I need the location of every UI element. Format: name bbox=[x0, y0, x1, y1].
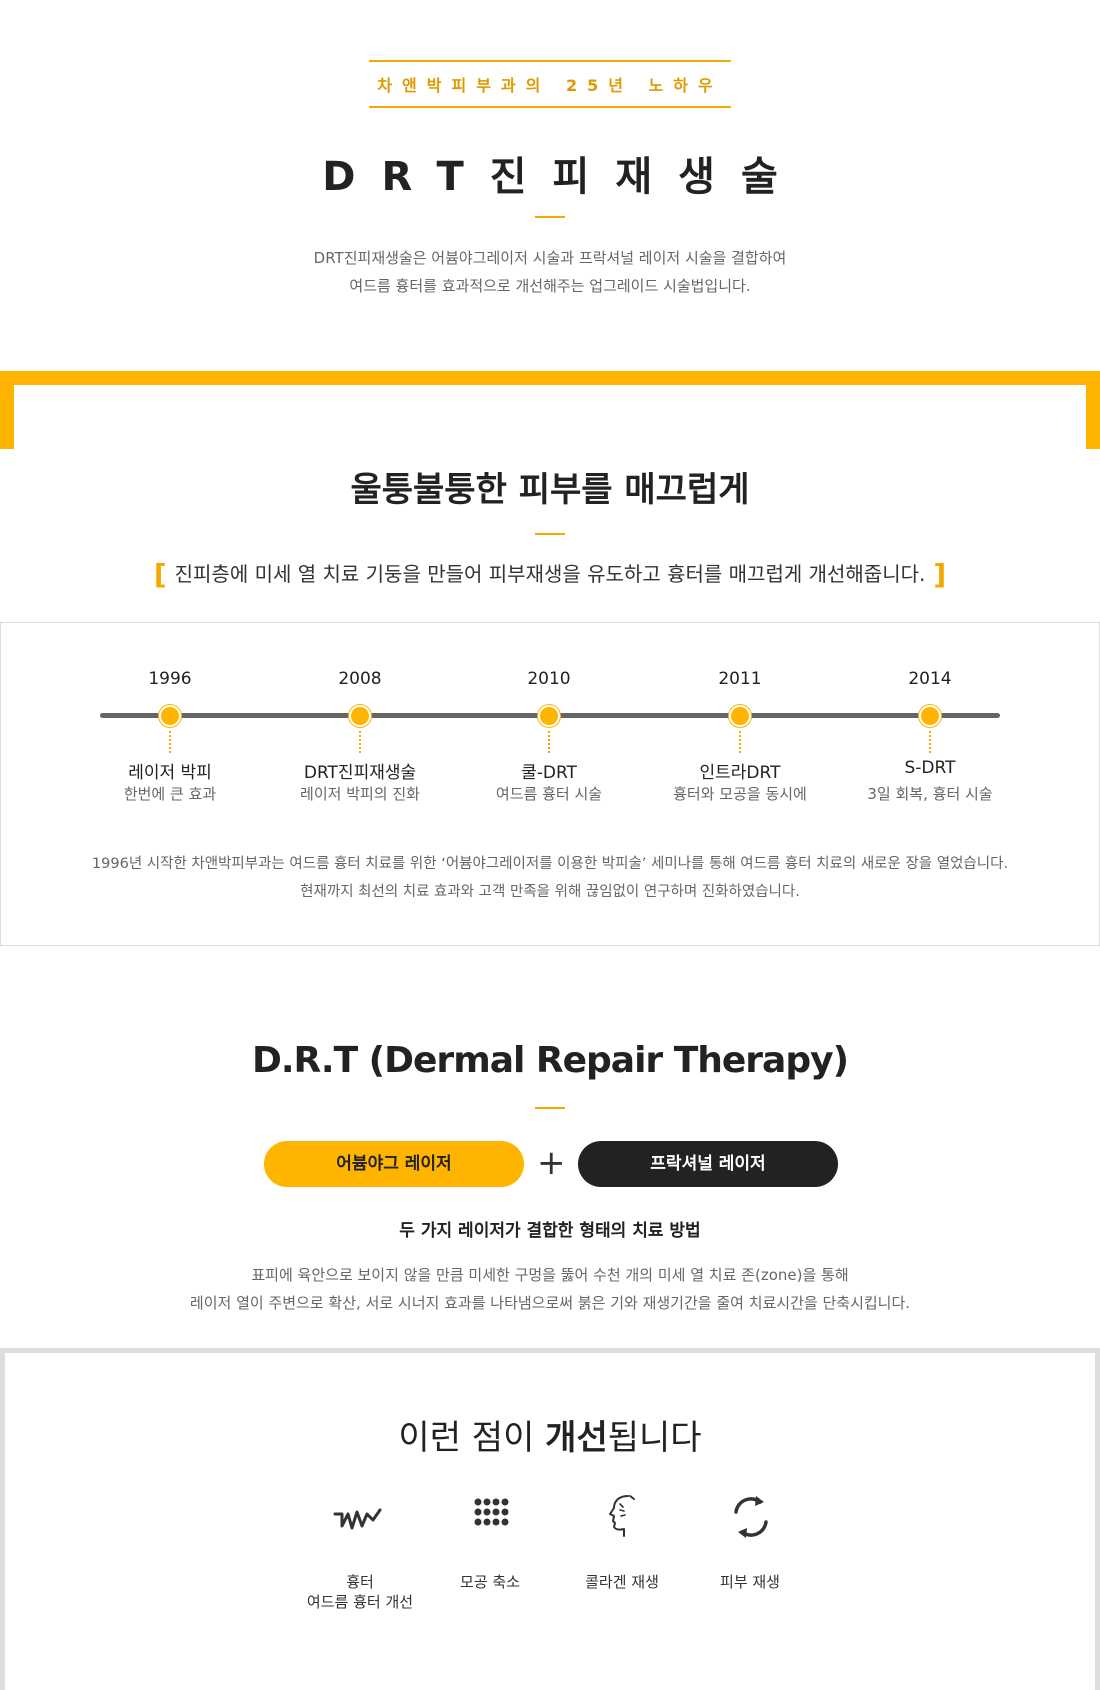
section-subtitle: [ 진피층에 미세 열 치료 기둥을 만들어 피부재생을 유도하고 흉터를 매끄럽… bbox=[0, 558, 1100, 591]
timeline-dash bbox=[929, 731, 931, 753]
improvement-title-bold: 개선 bbox=[545, 1418, 608, 1458]
section2-divider bbox=[535, 533, 565, 535]
timeline-dot bbox=[729, 705, 751, 727]
improvement-title-post: 됩니다 bbox=[607, 1418, 702, 1458]
timeline-name: DRT진피재생술 bbox=[303, 763, 417, 783]
timeline-name: 쿨-DRT bbox=[521, 763, 577, 783]
timeline-desc: 흉터와 모공을 동시에 bbox=[673, 785, 807, 803]
yellow-frame-left bbox=[0, 371, 14, 449]
timeline-desc: 레이저 박피의 진화 bbox=[300, 785, 420, 803]
drt-divider bbox=[535, 1107, 565, 1109]
timeline-dot bbox=[919, 705, 941, 727]
dot-grid-icon bbox=[460, 1490, 520, 1544]
face-profile-icon bbox=[590, 1490, 650, 1544]
timeline-dot bbox=[349, 705, 371, 727]
improvement-label-sub: 여드름 흉터 개선 bbox=[306, 1593, 414, 1611]
improvement-label-collagen: 콜라겐 재생 bbox=[552, 1572, 692, 1592]
timeline-dot bbox=[159, 705, 181, 727]
subtitle-text: 진피층에 미세 열 치료 기둥을 만들어 피부재생을 유도하고 흉터를 매끄럽게… bbox=[174, 562, 926, 586]
kicker-top-line bbox=[369, 60, 731, 62]
bracket-close: ] bbox=[933, 558, 947, 591]
timeline-dash bbox=[359, 731, 361, 753]
page-title: DRT진피재생술 bbox=[322, 154, 804, 200]
timeline-box bbox=[0, 622, 1100, 946]
improvement-title: 이런 점이 개선됩니다 bbox=[0, 1410, 1100, 1459]
intro-line-1: DRT진피재생술은 어븀야그레이저 시술과 프락셔널 레이저 시술을 결합하여 bbox=[313, 249, 787, 267]
timeline-year: 2014 bbox=[908, 669, 952, 689]
kicker-bottom-line bbox=[369, 106, 731, 108]
timeline-year: 2008 bbox=[338, 669, 382, 689]
yellow-frame-right bbox=[1086, 371, 1100, 449]
section-title-smooth: 울퉁불퉁한 피부를 매끄럽게 bbox=[350, 470, 750, 510]
improvement-label: 모공 축소 bbox=[460, 1573, 520, 1591]
improvement-label: 콜라겐 재생 bbox=[585, 1573, 659, 1591]
timeline-dot bbox=[538, 705, 560, 727]
timeline-year: 1996 bbox=[148, 669, 192, 689]
fractional-laser-pill: 프락셔널 레이저 bbox=[578, 1141, 838, 1187]
intro-line-2: 여드름 흉터를 효과적으로 개선해주는 업그레이드 시술법입니다. bbox=[349, 277, 751, 295]
refresh-icon bbox=[720, 1490, 780, 1544]
wave-icon bbox=[330, 1490, 390, 1544]
yellow-frame-top bbox=[0, 371, 1100, 385]
timeline-desc: 여드름 흉터 시술 bbox=[495, 785, 603, 803]
erbium-yag-laser-pill: 어븀야그 레이저 bbox=[264, 1141, 524, 1187]
kicker-text: 차앤박피부과의 25년 노하우 bbox=[377, 76, 723, 95]
improvement-label: 흉터 bbox=[346, 1573, 374, 1591]
improvement-label: 피부 재생 bbox=[720, 1573, 780, 1591]
plus-icon: + bbox=[537, 1143, 566, 1183]
improvement-label-pore: 모공 축소 bbox=[420, 1572, 560, 1592]
bracket-open: [ bbox=[153, 558, 167, 591]
timeline-dash bbox=[739, 731, 741, 753]
timeline-name: 레이저 박피 bbox=[128, 763, 212, 783]
timeline-name: S-DRT bbox=[904, 758, 956, 778]
title-divider bbox=[535, 216, 565, 218]
improvement-label-scar: 흉터 여드름 흉터 개선 bbox=[290, 1572, 430, 1612]
timeline-year: 2011 bbox=[718, 669, 762, 689]
timeline-desc: 한번에 큰 효과 bbox=[123, 785, 217, 803]
timeline-dash bbox=[548, 731, 550, 753]
drt-text-1: 표피에 육안으로 보이지 않을 만큼 미세한 구멍을 뚫어 수천 개의 미세 열… bbox=[251, 1266, 849, 1284]
improvement-box bbox=[0, 1348, 1100, 1690]
timeline-name: 인트라DRT bbox=[699, 763, 781, 783]
timeline-text-2: 현재까지 최선의 치료 효과와 고객 만족을 위해 끊임없이 연구하며 진화하였… bbox=[300, 884, 800, 900]
drt-title: D.R.T (Dermal Repair Therapy) bbox=[251, 1040, 849, 1081]
timeline-year: 2010 bbox=[527, 669, 571, 689]
drt-text-2: 레이저 열이 주변으로 확산, 서로 시너지 효과를 나타냄으로써 붉은 기와 … bbox=[189, 1294, 911, 1312]
timeline-desc: 3일 회복, 흉터 시술 bbox=[867, 785, 993, 803]
improvement-title-pre: 이런 점이 bbox=[398, 1418, 546, 1458]
timeline-dash bbox=[169, 731, 171, 753]
timeline-text-1: 1996년 시작한 차앤박피부과는 여드름 흉터 치료를 위한 ‘어븀야그레이저… bbox=[91, 856, 1009, 872]
drt-subtitle: 두 가지 레이저가 결합한 형태의 치료 방법 bbox=[399, 1221, 701, 1241]
improvement-label-skin: 피부 재생 bbox=[680, 1572, 820, 1592]
